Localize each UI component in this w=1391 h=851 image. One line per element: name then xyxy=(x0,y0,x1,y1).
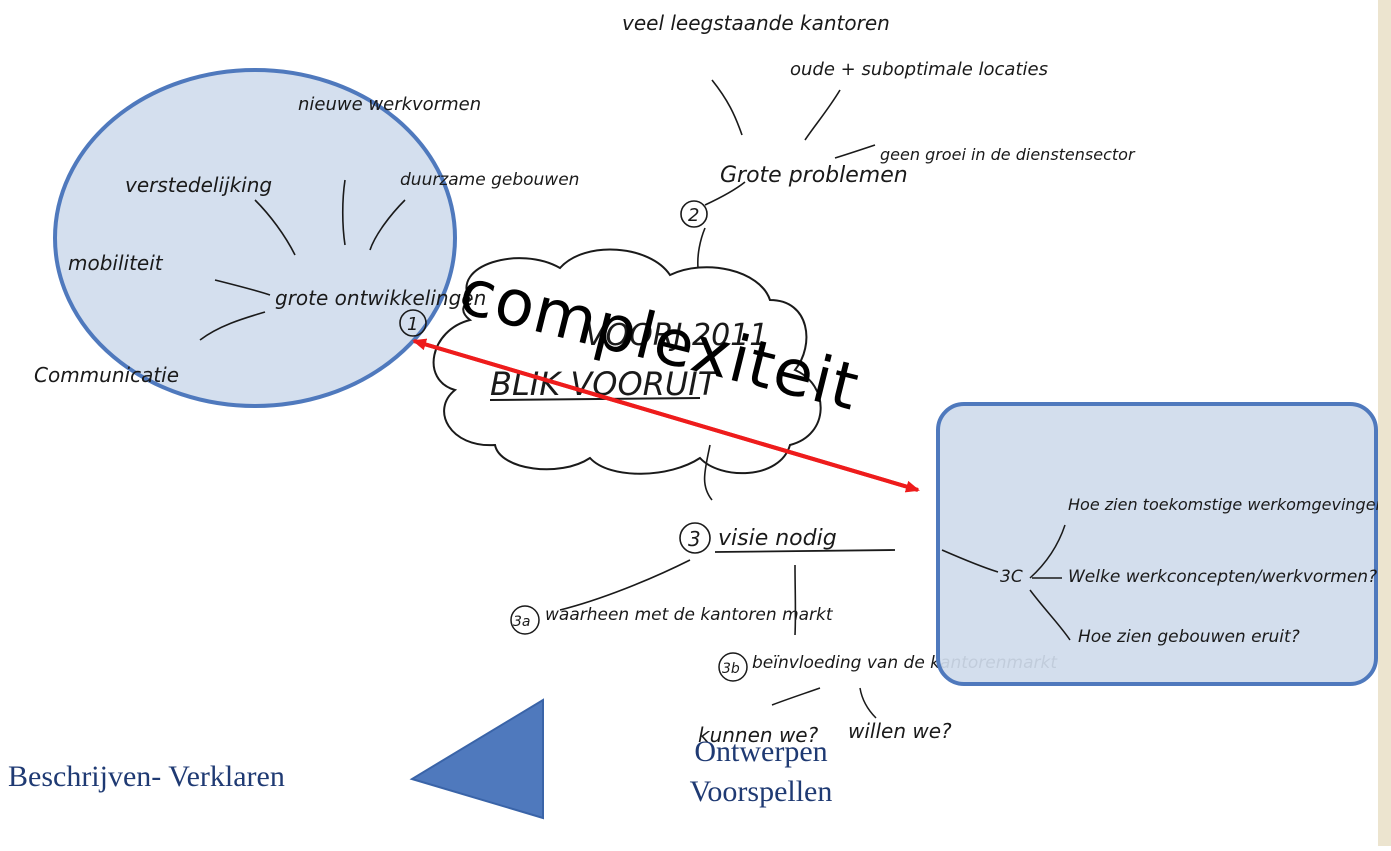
num-3c: 3C xyxy=(1000,567,1023,587)
branch-leegstand xyxy=(712,80,742,135)
side-strip xyxy=(1378,0,1391,846)
note-mobiliteit: mobiliteit xyxy=(68,251,164,275)
label-ontwerpen: Ontwerpen xyxy=(666,732,856,772)
note-werkvormen: nieuwe werkvormen xyxy=(298,94,481,115)
question-1: Hoe zien toekomstige werkomgevingen erui… xyxy=(1068,495,1391,514)
label-voorspellen: Voorspellen xyxy=(666,772,856,812)
bottom-heading: visie nodig xyxy=(718,526,837,551)
num-3: 3 xyxy=(688,527,701,551)
num-3b: 3b xyxy=(722,661,740,677)
note-verstedelijking: verstedelijking xyxy=(125,173,272,197)
question-2: Welke werkconcepten/werkvormen? xyxy=(1068,567,1377,587)
note-dienstensector: geen groei in de dienstensector xyxy=(880,145,1136,164)
note-communicatie: Communicatie xyxy=(34,363,179,387)
branch-3a xyxy=(560,560,690,610)
branch-2-cloud xyxy=(698,228,705,268)
num-1: 1 xyxy=(407,314,418,335)
branch-locaties xyxy=(805,90,840,140)
label-ontwerpen-voorspellen: Ontwerpen Voorspellen xyxy=(666,732,856,812)
num-2: 2 xyxy=(688,205,699,226)
note-locaties: oude + suboptimale locaties xyxy=(790,59,1048,80)
branch-3-cloud xyxy=(705,445,712,500)
branch-dienstensector xyxy=(835,145,875,158)
label-beschrijven-verklaren: Beschrijven- Verklaren xyxy=(8,760,285,794)
left-heading: grote ontwikkelingen xyxy=(275,286,486,310)
note-willen: willen we? xyxy=(848,719,952,743)
direction-triangle xyxy=(412,700,543,818)
note-duurzaam: duurzame gebouwen xyxy=(400,170,579,190)
branch-kunnen xyxy=(772,688,820,705)
note-leegstand: veel leegstaande kantoren xyxy=(622,11,890,35)
num-3a: 3a xyxy=(513,614,531,630)
top-heading: Grote problemen xyxy=(720,163,908,188)
question-3: Hoe zien gebouwen eruit? xyxy=(1078,627,1300,647)
branch-willen xyxy=(860,688,876,718)
text-3a: waarheen met de kantoren markt xyxy=(545,605,834,625)
left-highlight-circle xyxy=(55,70,455,406)
